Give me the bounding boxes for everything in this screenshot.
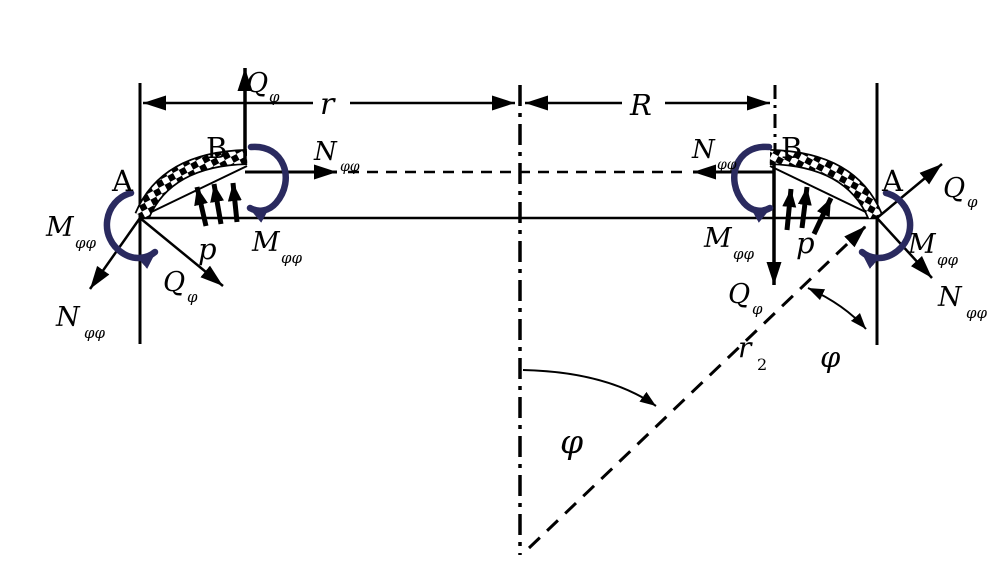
r2-label: r [738,331,753,364]
right-moment-a-sub: φφ [937,251,959,269]
right-point-b-label: B [781,131,802,165]
right-moment-arc-b [731,143,774,223]
phi-right-label: φ [820,340,841,374]
left-membrane-bottom-sub: φφ [84,324,106,342]
left-membrane-bottom-arrow [88,217,142,290]
right-membrane-top-sub: φφ [717,157,737,173]
pressure-arrow [782,188,797,231]
pressure-arrow [811,196,834,236]
right-shell-element: A B Q φ N φφ M φφ N φφ Q φ p M φφ [691,131,988,322]
right-shear-top-arrow [876,163,943,219]
dim-R-label: R [629,88,652,122]
pressure-arrow [227,182,242,223]
left-membrane-top-label: N [313,137,338,167]
right-moment-b-sub: φφ [733,245,755,263]
angle-phi-right: φ [807,287,867,374]
reference-lines [138,83,879,555]
left-membrane-bottom-label: N [55,302,81,333]
r2-sub: 2 [757,355,767,374]
pressure-arrow [210,183,224,225]
right-point-a-label: A [881,164,904,198]
left-moment-a-label: M [45,212,75,243]
left-point-b-label: B [206,131,227,165]
left-shear-bottom-arrow [139,217,224,287]
right-shear-top-sub: φ [967,193,978,211]
left-pressure-label: p [198,232,217,266]
left-pressure-arrows [194,182,242,227]
dimension-r: r [143,87,515,122]
left-shear-top-sub: φ [269,88,280,106]
right-moment-a-label: M [907,229,937,260]
left-shell-element: A B Q φ N φφ M φφ N φφ Q φ p M φφ [45,68,360,342]
right-membrane-top-label: N [691,135,716,165]
right-shell-chord [769,165,877,218]
left-shell-band-checker [136,150,248,219]
r2-dashed-arrow [527,224,868,550]
left-moment-arc-a [103,189,159,269]
left-shell-chord [140,165,248,218]
pressure-arrow [194,186,209,227]
left-moment-b-sub: φφ [281,249,303,267]
right-pressure-label: p [796,226,815,260]
left-point-a-label: A [111,164,134,198]
right-moment-b-label: M [703,223,733,254]
left-moment-b-label: M [251,227,281,258]
right-moment-arc-a [858,189,914,269]
left-shear-bottom-sub: φ [187,288,198,306]
dim-r-label: r [320,87,336,122]
left-membrane-top-sub: φφ [340,159,360,175]
left-moment-a-sub: φφ [75,234,97,252]
left-moment-arc-b [246,143,289,223]
phi-center-label: φ [560,422,583,461]
right-shell-band-checker [769,150,881,219]
right-membrane-bottom-label: N [937,282,963,313]
phi-center-arc [522,369,657,407]
meridian-radius-r2: r 2 [527,224,868,550]
right-shear-bottom-label: Q [728,279,750,310]
phi-right-double-arc [807,287,867,330]
right-shear-bottom-sub: φ [752,300,763,318]
left-shear-top-label: Q [246,68,268,99]
dimension-R: R [525,88,770,122]
angle-phi-center: φ [522,369,657,461]
right-pressure-arrows [782,186,834,236]
pressure-arrow [797,186,812,229]
right-membrane-bottom-sub: φφ [966,304,988,322]
right-shear-top-label: Q [943,173,965,204]
left-shear-bottom-label: Q [163,267,185,298]
